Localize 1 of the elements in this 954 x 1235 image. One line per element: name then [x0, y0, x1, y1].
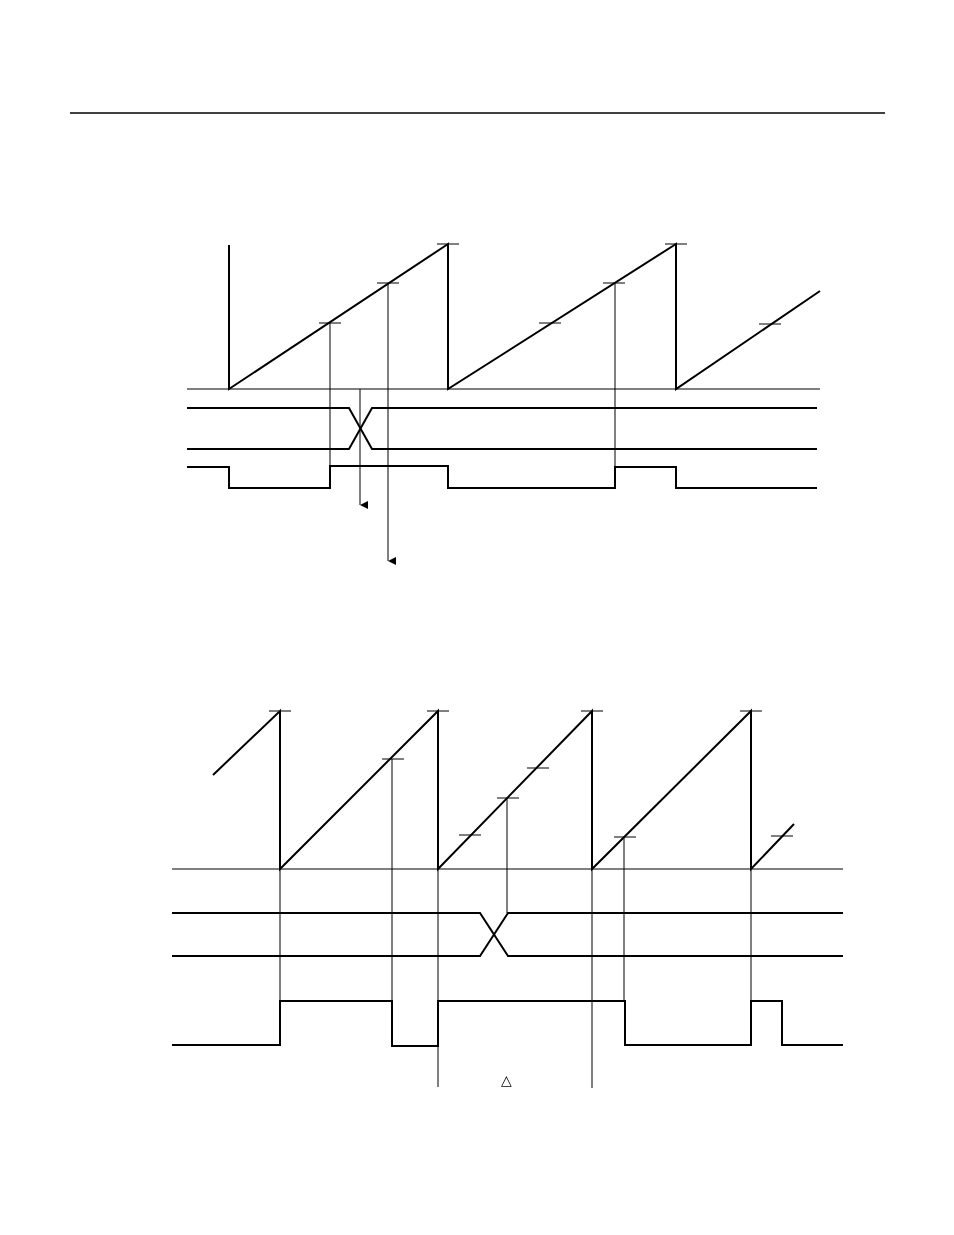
delta-symbol: △ — [501, 1072, 512, 1088]
